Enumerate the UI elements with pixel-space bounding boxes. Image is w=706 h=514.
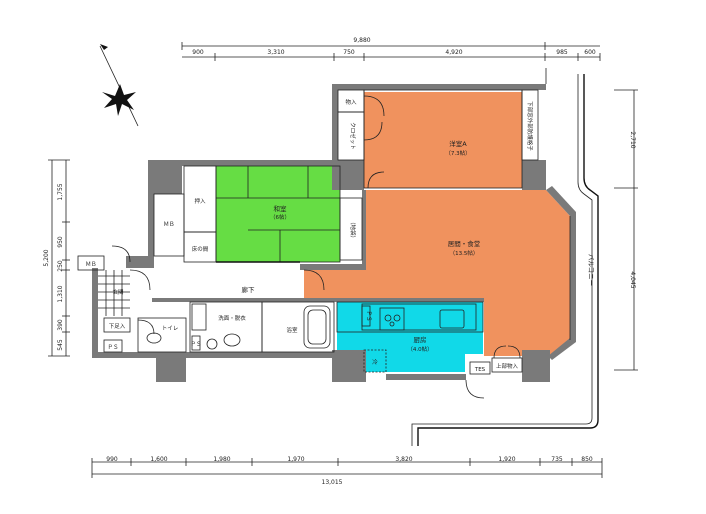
living-dining-label: 居間・食堂 [448, 239, 481, 248]
left-dimension-6: 545 [57, 339, 64, 351]
hallway-label: 廊下 [242, 285, 256, 294]
ps-kitchen-label: ＰＳ [365, 310, 372, 321]
top-dimension-line: 9,880 900 3,310 750 4,920 985 600 [181, 37, 601, 61]
kitchen-size: （4.0帖） [407, 345, 432, 353]
western-room-a-label: 洋室A [449, 139, 467, 148]
washer-icon [206, 338, 218, 350]
living-dining-room: 居間・食堂 （13.5帖） [303, 216, 571, 340]
right-dimension-2: 4,045 [629, 271, 636, 288]
right-dimension-line: 2,710 4,045 [614, 89, 638, 371]
toilet-label: トイレ [162, 326, 179, 332]
mb-main-label: ＭＢ [163, 221, 174, 228]
top-dimension-4: 4,920 [445, 49, 462, 56]
window-note-label: 下部窓外部防護格子 [526, 101, 534, 151]
balcony: バルコニー [411, 68, 599, 446]
washroom: 洗面・脱衣 ＰＳ [189, 301, 263, 353]
ps-toilet-label: ＰＳ [107, 344, 118, 351]
bottom-dimension-2: 1,600 [150, 456, 167, 463]
bottom-dimension-1: 990 [106, 456, 118, 463]
right-dimension-1: 2,710 [629, 131, 636, 148]
hallway-area: 廊下 ＭＢ 玄関 下足入 ＰＳ [77, 245, 256, 353]
japanese-room-fill [216, 166, 340, 262]
japanese-room-label: 和室 [274, 204, 288, 213]
living-dining-size: （13.5帖） [450, 249, 479, 257]
western-room-a-fill [364, 92, 522, 188]
bottom-dimension-8: 850 [581, 456, 593, 463]
walls [92, 84, 576, 382]
oshiire-label: 押入 [194, 197, 206, 205]
top-dimension-6: 600 [584, 49, 596, 56]
closet-label: クロゼット [349, 122, 357, 150]
bottom-dimension-5: 3,820 [395, 456, 412, 463]
kitchen-label: 厨房 [414, 335, 427, 344]
top-dimension-2: 3,310 [267, 49, 284, 56]
toilet-fixture-icon [146, 332, 162, 344]
nando-label: 物入 [345, 98, 357, 106]
top-total-dimension: 9,880 [353, 37, 370, 44]
bathroom-label: 浴室 [286, 326, 298, 334]
entrance-floor-pattern [98, 270, 130, 316]
washbasin-icon [223, 333, 241, 347]
left-dimension-4: 1,310 [57, 285, 64, 302]
mb-small-label: ＭＢ [85, 261, 96, 268]
left-dimension-5: 390 [57, 319, 64, 331]
bottom-dimension-3: 1,980 [213, 456, 230, 463]
tokonoma-label: 床の間 [192, 245, 209, 253]
entrance-label: 玄関 [112, 288, 124, 296]
balcony-label: バルコニー [587, 254, 595, 286]
bottom-dimension-7: 735 [551, 456, 563, 463]
compass-rose: N [99, 44, 139, 127]
left-dimension-2: 950 [57, 236, 64, 248]
compass-star-icon [102, 84, 136, 116]
compass-north-icon [100, 44, 108, 50]
fridge-label: 冷 [372, 358, 378, 366]
living-dining-fill [304, 190, 570, 356]
western-room-a-size: （7.3帖） [445, 149, 470, 157]
japanese-room-size: （6帖） [270, 213, 290, 221]
top-dimension-1: 900 [192, 49, 204, 56]
bottom-dimension-6: 1,920 [498, 456, 515, 463]
left-total-dimension: 5,200 [43, 249, 50, 266]
washroom-label: 洗面・脱衣 [218, 314, 246, 322]
bathroom: 浴室 [261, 301, 335, 353]
western-room-a: 洋室A （7.3帖） 物入 クロゼット 下部窓外部防護格子 [337, 89, 539, 189]
upper-storage-label: 上部物入 [496, 362, 519, 370]
japanese-room: 和室 （6帖） 押入 床の間 （地袋） ＭＢ [153, 165, 363, 263]
kitchen: ＰＳ 厨房 （4.0帖） 冷 TES 上部物入 [336, 301, 523, 399]
kitchen-fill-lower [337, 352, 465, 372]
toilet-room: トイレ [137, 317, 187, 353]
jibukuro-label: （地袋） [349, 219, 357, 241]
stove-icon [379, 307, 405, 331]
bottom-dimension-line: 990 1,600 1,980 1,970 3,820 1,920 735 85… [91, 456, 603, 486]
tes-label: TES [474, 367, 486, 373]
sink-icon [439, 309, 465, 329]
bottom-total-dimension: 13,015 [322, 479, 343, 486]
left-dimension-line: 5,200 1,755 950 250 1,310 390 545 [43, 159, 70, 357]
ps-wash-label: ＰＳ [190, 341, 201, 348]
left-dimension-3: 250 [57, 260, 64, 272]
left-dimension-1: 1,755 [57, 183, 64, 200]
top-dimension-5: 985 [556, 49, 568, 56]
shoe-box-label: 下足入 [109, 323, 126, 330]
top-dimension-3: 750 [343, 49, 355, 56]
bottom-dimension-4: 1,970 [287, 456, 304, 463]
